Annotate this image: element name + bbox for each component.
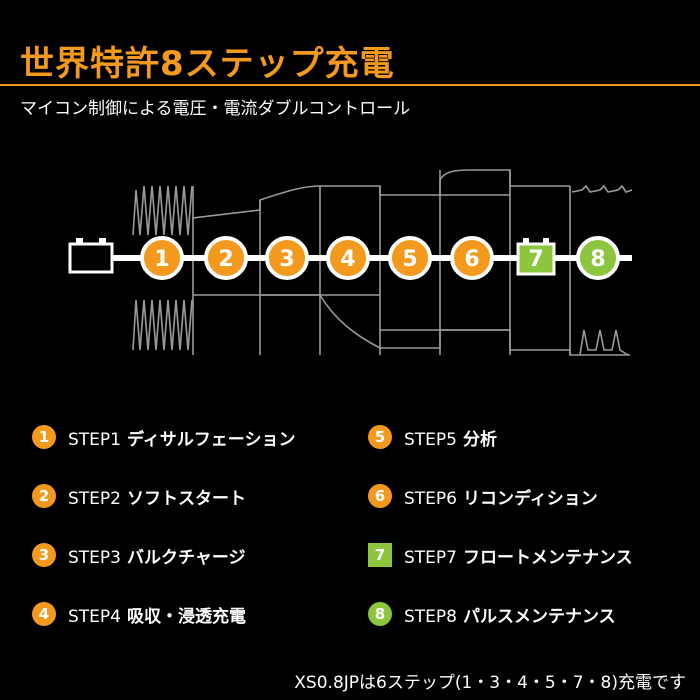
step-node-label: 8: [590, 247, 605, 272]
step-id: STEP4: [68, 606, 121, 627]
step-badge-icon: 7: [368, 543, 392, 567]
step-node-label: 5: [402, 247, 417, 272]
footnote: XS0.8JPは6ステップ(1・3・4・5・7・8)充電です: [294, 673, 686, 693]
step-node-label: 1: [154, 247, 169, 272]
step-node-8: 8: [576, 236, 620, 280]
step-name: ソフトスタート: [126, 488, 246, 509]
step-node-3: 3: [265, 236, 309, 280]
charging-steps-diagram: 1 2 3 4 5 6 7 8: [68, 169, 633, 356]
step-name: パルスメンテナンス: [462, 606, 616, 627]
step-id: STEP3: [68, 547, 121, 568]
step-id: STEP6: [404, 488, 457, 509]
step-id: STEP7: [404, 547, 457, 568]
step-id: STEP2: [68, 488, 121, 509]
step-nodes: 1 2 3 4 5 6 7 8: [140, 236, 620, 280]
step-id: STEP5: [404, 429, 457, 450]
step-badge-icon: 1: [32, 425, 56, 449]
step-name: 吸収・浸透充電: [126, 606, 246, 627]
step-node-label: 4: [340, 247, 355, 272]
page-title: 世界特許8ステップ充電: [20, 44, 395, 84]
step-badge-icon: 6: [368, 484, 392, 508]
step-node-label: 7: [528, 247, 543, 272]
step-node-label: 2: [218, 247, 233, 272]
step-name: ディサルフェーション: [126, 429, 296, 450]
step-name: バルクチャージ: [126, 547, 246, 568]
step-node-6: 6: [450, 236, 494, 280]
step-badge-icon: 3: [32, 543, 56, 567]
step-badge-icon: 4: [32, 602, 56, 626]
step-badge-icon: 5: [368, 425, 392, 449]
voltage-current-waveform: [132, 169, 633, 356]
step-badge-icon: 2: [32, 484, 56, 508]
step-name: フロートメンテナンス: [462, 547, 633, 568]
step-id: STEP1: [68, 429, 121, 450]
step-name: 分析: [462, 429, 497, 450]
step-node-2: 2: [204, 236, 248, 280]
title-underline: [0, 84, 700, 86]
step-node-5: 5: [388, 236, 432, 280]
step-node-1: 1: [140, 236, 184, 280]
step-node-label: 3: [279, 247, 294, 272]
step-id: STEP8: [404, 606, 457, 627]
step-name: リコンディション: [462, 488, 598, 509]
page-subtitle: マイコン制御による電圧・電流ダブルコントロール: [20, 99, 411, 119]
step-node-4: 4: [326, 236, 370, 280]
step-node-label: 6: [464, 247, 479, 272]
step-badge-icon: 8: [368, 602, 392, 626]
battery-icon: [68, 238, 114, 274]
step-node-7: 7: [516, 238, 556, 276]
